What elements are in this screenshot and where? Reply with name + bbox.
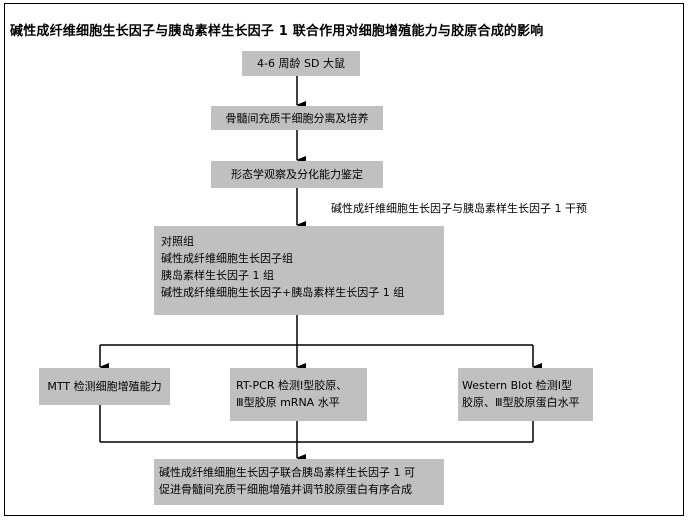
identification-box: 形态学观察及分化能力鉴定 [211, 161, 383, 188]
conclusion-line-2: 促进骨髓间充质干细胞增殖并调节胶原蛋白有序合成 [159, 483, 412, 496]
group-bfgf: 碱性成纤维细胞生长因子组 [161, 252, 293, 265]
rats-box: 4-6 周龄 SD 大鼠 [242, 51, 360, 76]
figure-title: 碱性成纤维细胞生长因子与胰岛素样生长因子 1 联合作用对细胞增殖能力与胶原合成的… [10, 24, 544, 39]
mtt-label: MTT 检测细胞增殖能力 [47, 380, 162, 393]
conclusion-box: 碱性成纤维细胞生长因子联合胰岛素样生长因子 1 可 促进骨髓间充质干细胞增殖并调… [154, 459, 444, 505]
rtpcr-line-1: RT-PCR 检测Ⅰ型胶原、 [236, 379, 348, 392]
group-control: 对照组 [161, 235, 194, 248]
rtpcr-line-2: Ⅲ型胶原 mRNA 水平 [236, 396, 340, 409]
identification-label: 形态学观察及分化能力鉴定 [231, 168, 363, 181]
group-combined: 碱性成纤维细胞生长因子+胰岛素样生长因子 1 组 [161, 286, 405, 299]
rats-label: 4-6 周龄 SD 大鼠 [257, 57, 345, 70]
mtt-box: MTT 检测细胞增殖能力 [39, 368, 170, 405]
western-line-2: 胶原、Ⅲ型胶原蛋白水平 [462, 396, 580, 409]
western-line-1: Western Blot 检测Ⅰ型 [462, 379, 572, 392]
rtpcr-box: RT-PCR 检测Ⅰ型胶原、 Ⅲ型胶原 mRNA 水平 [230, 368, 367, 421]
intervention-label: 碱性成纤维细胞生长因子与胰岛素样生长因子 1 干预 [331, 202, 587, 215]
isolation-label: 骨髓间充质干细胞分离及培养 [225, 111, 369, 125]
conclusion-line-1: 碱性成纤维细胞生长因子联合胰岛素样生长因子 1 可 [159, 466, 415, 479]
groups-box: 对照组 碱性成纤维细胞生长因子组 胰岛素样生长因子 1 组 碱性成纤维细胞生长因… [154, 226, 444, 315]
western-box: Western Blot 检测Ⅰ型 胶原、Ⅲ型胶原蛋白水平 [458, 368, 593, 421]
isolation-box: 骨髓间充质干细胞分离及培养 [211, 106, 383, 130]
group-igf1: 胰岛素样生长因子 1 组 [161, 269, 274, 282]
